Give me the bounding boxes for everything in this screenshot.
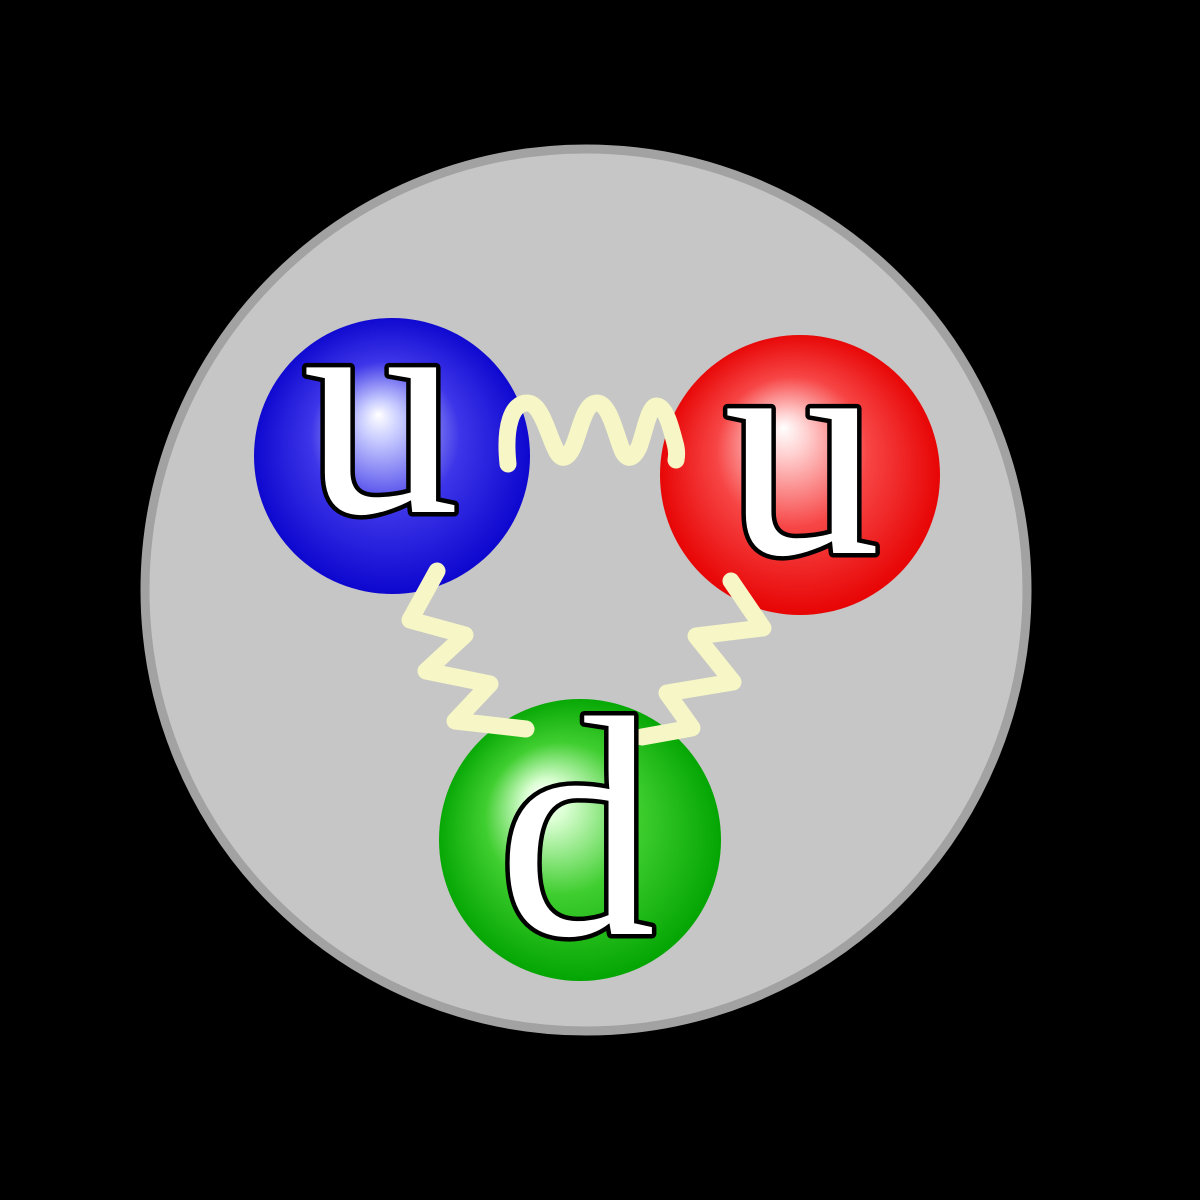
up-quark-blue-label: u bbox=[302, 232, 460, 581]
gluon-line-blue-red bbox=[498, 394, 686, 473]
down-quark-green-label: d bbox=[498, 654, 656, 1003]
up-quark-red-label: u bbox=[723, 273, 881, 622]
up-quark-red-sphere bbox=[660, 335, 940, 615]
up-quark-blue-sphere bbox=[254, 318, 530, 594]
gluon-line-blue-green bbox=[401, 562, 535, 738]
gluon-line-red-green bbox=[633, 572, 772, 746]
down-quark-green-sphere bbox=[439, 699, 721, 981]
